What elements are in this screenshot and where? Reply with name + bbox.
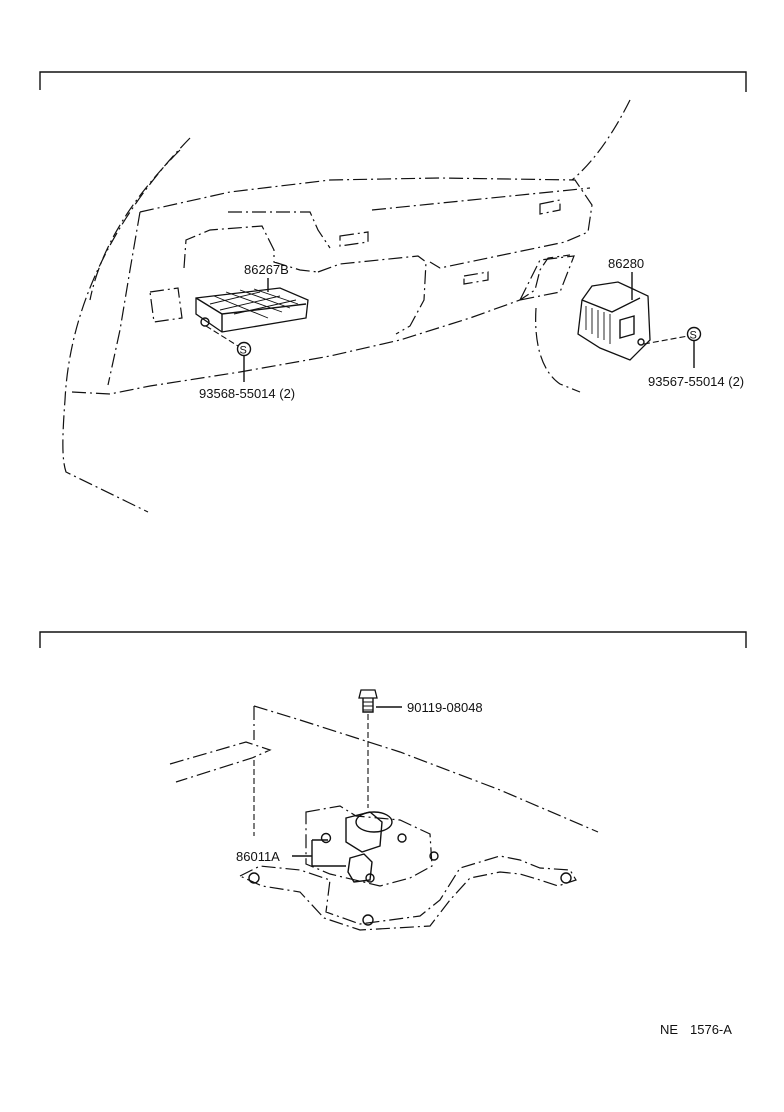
dashboard-left-face	[107, 211, 141, 386]
bottom-section-frame	[39, 631, 747, 648]
bolt-90119	[358, 689, 378, 713]
floor-contour-left	[169, 741, 272, 783]
part-label-86267b: 86267B	[244, 262, 289, 277]
diagram-code: NE 1576-A	[660, 1022, 732, 1037]
floor-contour-upper	[253, 705, 599, 833]
s-marker-right	[686, 326, 702, 342]
center-console-edge	[228, 211, 331, 249]
right-trim	[518, 255, 575, 301]
ecu-86267b	[195, 287, 309, 333]
relay-86280	[577, 281, 651, 361]
door-outline	[62, 137, 191, 513]
top-section-frame	[39, 71, 747, 92]
bracket-assembly	[238, 805, 577, 931]
diagram-code-prefix: NE	[660, 1022, 678, 1037]
s-marker-left-label: S	[240, 345, 247, 357]
dash-line-centre	[371, 187, 591, 211]
vent-top-right	[339, 231, 369, 247]
part-label-86280: 86280	[608, 256, 644, 271]
s-marker-left	[236, 341, 252, 357]
vent-left	[149, 287, 183, 323]
top-panel: 86267B S 93568-55014 (2) 86280 S 93567-5…	[39, 71, 747, 513]
leader-86011a	[292, 839, 346, 867]
diagram-code-number: 1576-A	[690, 1022, 732, 1037]
screw-leader-right	[643, 335, 689, 345]
part-label-93567: 93567-55014 (2)	[648, 374, 744, 389]
slot-right	[463, 271, 489, 285]
part-label-86011a: 86011A	[236, 849, 280, 864]
part-label-90119: 90119-08048	[407, 700, 483, 715]
vent-top-far-right	[539, 199, 561, 215]
screw-leader-left	[205, 325, 239, 347]
part-label-93568: 93568-55014 (2)	[199, 386, 295, 401]
instrument-hood	[183, 225, 319, 273]
dashboard-outline	[139, 177, 593, 269]
pillar-outline	[89, 149, 181, 301]
dashboard-lower-edge	[71, 254, 571, 395]
bottom-panel: 90119-08048 86011A	[39, 631, 747, 931]
glovebox-opening	[317, 255, 427, 335]
s-marker-right-label: S	[690, 330, 697, 342]
right-door-edge	[535, 307, 581, 393]
windshield-edge	[571, 99, 631, 181]
